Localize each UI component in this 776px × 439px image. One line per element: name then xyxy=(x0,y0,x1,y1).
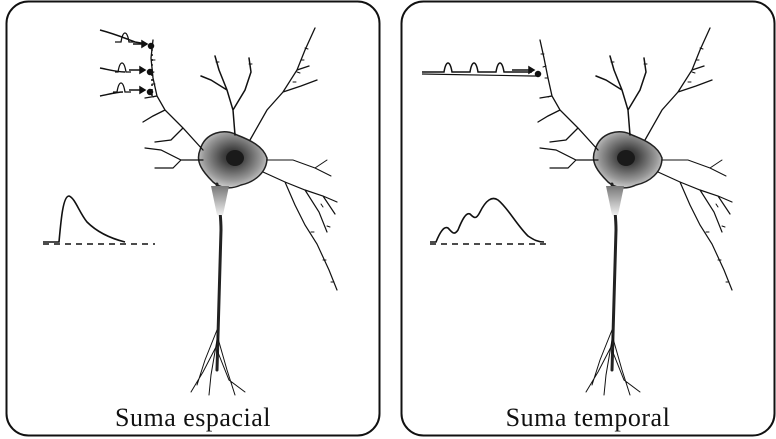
panel-border xyxy=(7,2,380,436)
panel-spatial-summation: Suma espacial xyxy=(5,0,381,437)
temporal-summation-diagram xyxy=(400,0,776,437)
nucleus xyxy=(226,150,244,166)
panel-temporal-summation: Suma temporal xyxy=(400,0,776,437)
caption-temporal: Suma temporal xyxy=(400,403,776,433)
caption-spatial: Suma espacial xyxy=(5,403,381,433)
spatial-summation-diagram xyxy=(5,0,381,437)
panel-border xyxy=(402,2,775,436)
nucleus xyxy=(617,150,635,166)
